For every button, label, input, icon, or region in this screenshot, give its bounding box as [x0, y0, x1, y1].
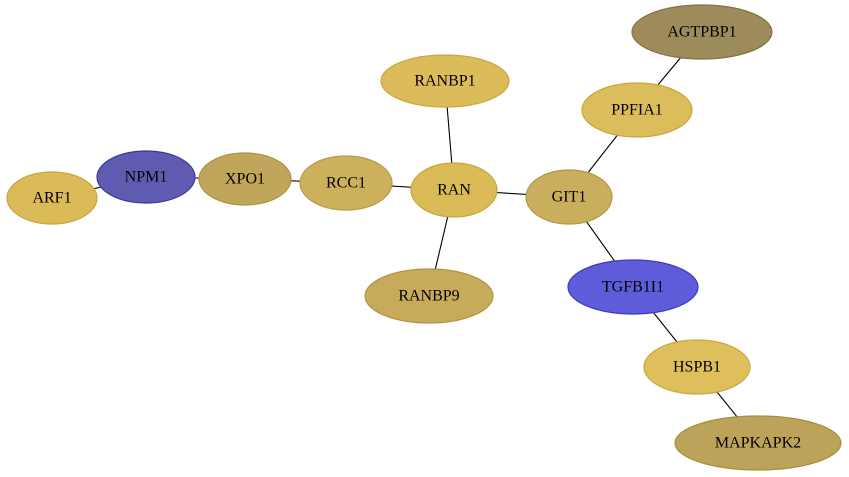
node-label: XPO1 — [225, 171, 265, 188]
node-hspb1[interactable]: HSPB1 — [643, 339, 751, 395]
node-label: MAPKAPK2 — [715, 435, 801, 452]
node-rcc1[interactable]: RCC1 — [299, 155, 393, 211]
node-ppfia1[interactable]: PPFIA1 — [581, 82, 693, 138]
node-ellipse — [364, 268, 494, 324]
node-tgfb1i1[interactable]: TGFB1I1 — [567, 259, 699, 315]
node-ellipse — [581, 82, 693, 138]
node-label: RANBP9 — [398, 288, 459, 305]
node-label: AGTPBP1 — [667, 24, 736, 41]
node-ellipse — [6, 171, 98, 225]
node-git1[interactable]: GIT1 — [525, 169, 613, 225]
node-npm1[interactable]: NPM1 — [96, 150, 196, 204]
node-ellipse — [525, 169, 613, 225]
node-label: PPFIA1 — [611, 102, 663, 119]
node-label: RAN — [437, 182, 471, 199]
node-ellipse — [410, 162, 498, 218]
node-xpo1[interactable]: XPO1 — [198, 152, 292, 206]
node-ellipse — [380, 54, 510, 108]
node-ellipse — [674, 415, 842, 471]
node-ellipse — [631, 4, 773, 60]
node-ranbp9[interactable]: RANBP9 — [364, 268, 494, 324]
node-ellipse — [643, 339, 751, 395]
node-ellipse — [96, 150, 196, 204]
node-ellipse — [299, 155, 393, 211]
node-ran[interactable]: RAN — [410, 162, 498, 218]
node-agtpbp1[interactable]: AGTPBP1 — [631, 4, 773, 60]
node-arf1[interactable]: ARF1 — [6, 171, 98, 225]
node-label: GIT1 — [552, 189, 587, 206]
node-label: ARF1 — [32, 190, 71, 207]
node-ranbp1[interactable]: RANBP1 — [380, 54, 510, 108]
node-label: HSPB1 — [673, 359, 721, 376]
node-label: RCC1 — [326, 175, 366, 192]
node-label: RANBP1 — [414, 73, 475, 90]
node-label: NPM1 — [125, 169, 168, 186]
node-label: TGFB1I1 — [602, 279, 664, 296]
node-ellipse — [198, 152, 292, 206]
node-mapkapk2[interactable]: MAPKAPK2 — [674, 415, 842, 471]
node-ellipse — [567, 259, 699, 315]
